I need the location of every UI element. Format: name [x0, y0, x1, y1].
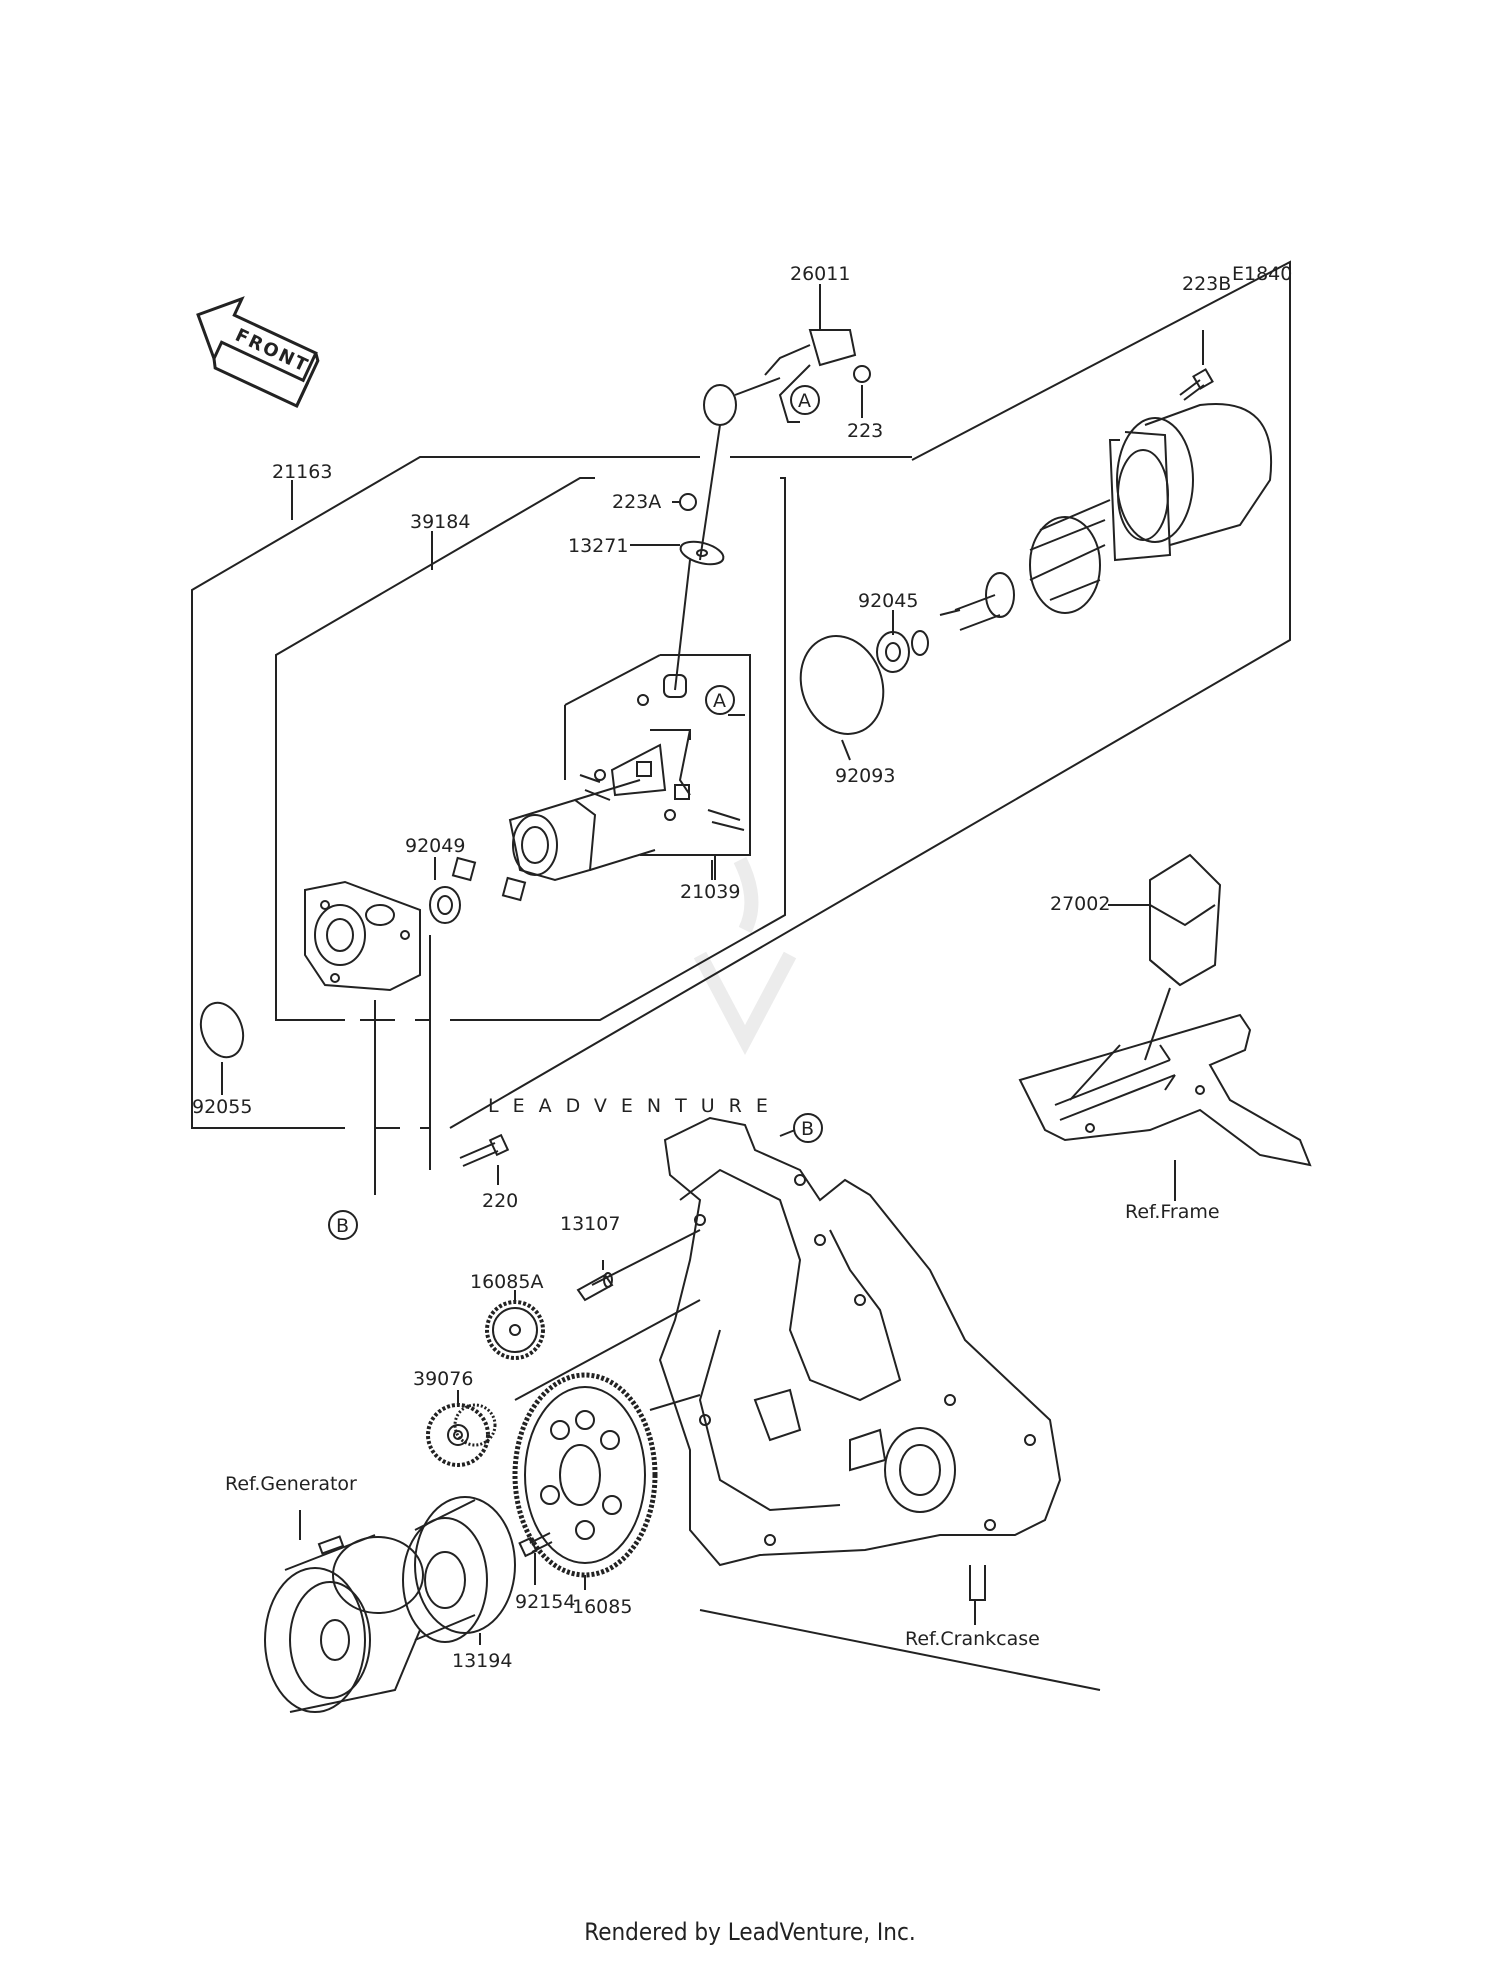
frame-section	[1018, 1013, 1312, 1201]
part-label-223: 223	[847, 420, 883, 442]
part-label-13107: 13107	[560, 1213, 620, 1235]
gasket-small-1	[451, 856, 477, 882]
gear-16085	[512, 1372, 658, 1578]
part-label-27002: 27002	[1050, 893, 1110, 915]
screw-223	[853, 365, 871, 383]
part-label-16085a: 16085A	[470, 1271, 543, 1293]
grommet	[663, 674, 687, 698]
gasket-small-2	[501, 876, 527, 902]
part-label-39184: 39184	[410, 511, 470, 533]
front-arrow-icon: FRONT	[196, 296, 320, 409]
screw-223b	[1179, 368, 1214, 401]
assembly-outline-21163	[191, 260, 1291, 1129]
ref-crankcase-label: Ref.Crankcase	[905, 1628, 1040, 1650]
part-label-220: 220	[482, 1190, 518, 1212]
marker-a-upper	[790, 385, 820, 415]
footer-credit: Rendered by LeadVenture, Inc.	[584, 1918, 916, 1946]
watermark-logo	[693, 856, 797, 1055]
part-label-39076: 39076	[413, 1368, 473, 1390]
plate-13271	[679, 540, 725, 566]
part-label-13194: 13194	[452, 1650, 512, 1672]
part-label-21039: 21039	[680, 881, 740, 903]
part-label-21163: 21163	[272, 461, 332, 483]
marker-a-lower	[705, 685, 735, 715]
bearing-92049	[429, 886, 461, 924]
marker-b-lower	[328, 1210, 358, 1240]
part-label-16085: 16085	[572, 1596, 632, 1618]
marker-a-upper-label: A	[798, 390, 811, 412]
part-label-223b: 223B	[1182, 273, 1231, 295]
bolt-92154	[518, 1532, 553, 1558]
marker-b-upper	[793, 1113, 823, 1143]
starter-motor-housing	[1108, 403, 1273, 562]
leader-lines-lower	[299, 1129, 1101, 1691]
brush-holder-21039	[579, 694, 745, 831]
leader-lines-upper	[221, 284, 1204, 1195]
marker-b-lower-label: B	[336, 1215, 349, 1237]
end-bracket	[508, 779, 656, 882]
part-label-92049: 92049	[405, 835, 465, 857]
part-label-92055: 92055	[192, 1096, 252, 1118]
bracket-27002	[1144, 853, 1222, 1061]
bolt-220	[459, 1133, 510, 1167]
gear-16085a	[485, 1300, 545, 1360]
screw-223a	[679, 493, 697, 511]
marker-b-upper-label: B	[801, 1118, 814, 1140]
clutch-13194	[402, 1496, 516, 1643]
ref-frame-label: Ref.Frame	[1125, 1201, 1220, 1223]
marker-a-lower-label: A	[713, 690, 726, 712]
bearing-92045	[876, 630, 929, 673]
assembly-outline-21039	[564, 654, 751, 880]
assembly-outline-39184	[275, 477, 786, 1021]
part-label-92093: 92093	[835, 765, 895, 787]
o-ring-92055	[199, 1001, 245, 1059]
part-label-92045: 92045	[858, 590, 918, 612]
part-label-223a: 223A	[612, 491, 661, 513]
armature	[939, 499, 1111, 631]
generator-rotor	[264, 1534, 424, 1713]
connector-26011	[703, 300, 857, 426]
starter-cable	[674, 424, 721, 691]
o-ring-92093	[799, 635, 885, 735]
crankcase-outline	[658, 1116, 1062, 1601]
watermark-text: LEADVENTURE	[488, 1095, 782, 1117]
gear-39076	[426, 1403, 497, 1467]
part-label-13271: 13271	[568, 535, 628, 557]
ref-generator-label: Ref.Generator	[225, 1473, 357, 1495]
part-label-26011: 26011	[790, 263, 850, 285]
part-label-92154: 92154	[515, 1591, 575, 1613]
front-cover	[304, 880, 421, 992]
diagram-code: E1840	[1232, 263, 1292, 285]
